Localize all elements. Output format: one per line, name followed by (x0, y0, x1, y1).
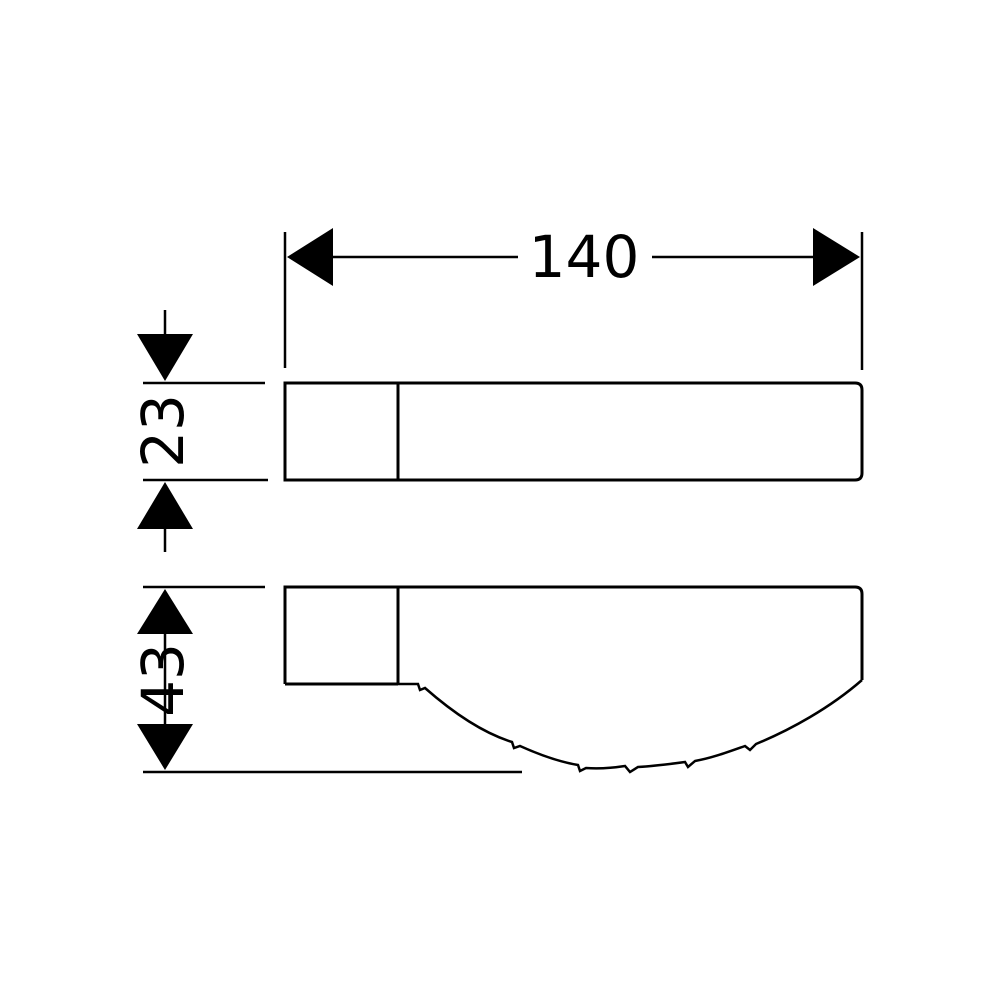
total-height-dimension: 43 (129, 585, 522, 774)
width-arrow-left-icon (287, 228, 333, 286)
top-view (283, 381, 864, 482)
width-dimension: 140 (283, 223, 864, 370)
width-label: 140 (529, 223, 640, 291)
side-view (283, 585, 864, 774)
total-height-arrow-up-icon (137, 589, 193, 634)
top-height-label: 23 (129, 394, 197, 468)
total-height-label: 43 (129, 643, 197, 717)
total-height-arrow-down-icon (137, 724, 193, 770)
top-height-arrow-down-icon (137, 334, 193, 381)
width-arrow-right-icon (813, 228, 860, 286)
side-view-bowl-curve (398, 679, 863, 774)
top-height-dimension: 23 (129, 310, 268, 552)
side-view-top-outline (283, 585, 864, 684)
top-view-outline (283, 381, 864, 482)
top-height-arrow-up-icon (137, 482, 193, 529)
